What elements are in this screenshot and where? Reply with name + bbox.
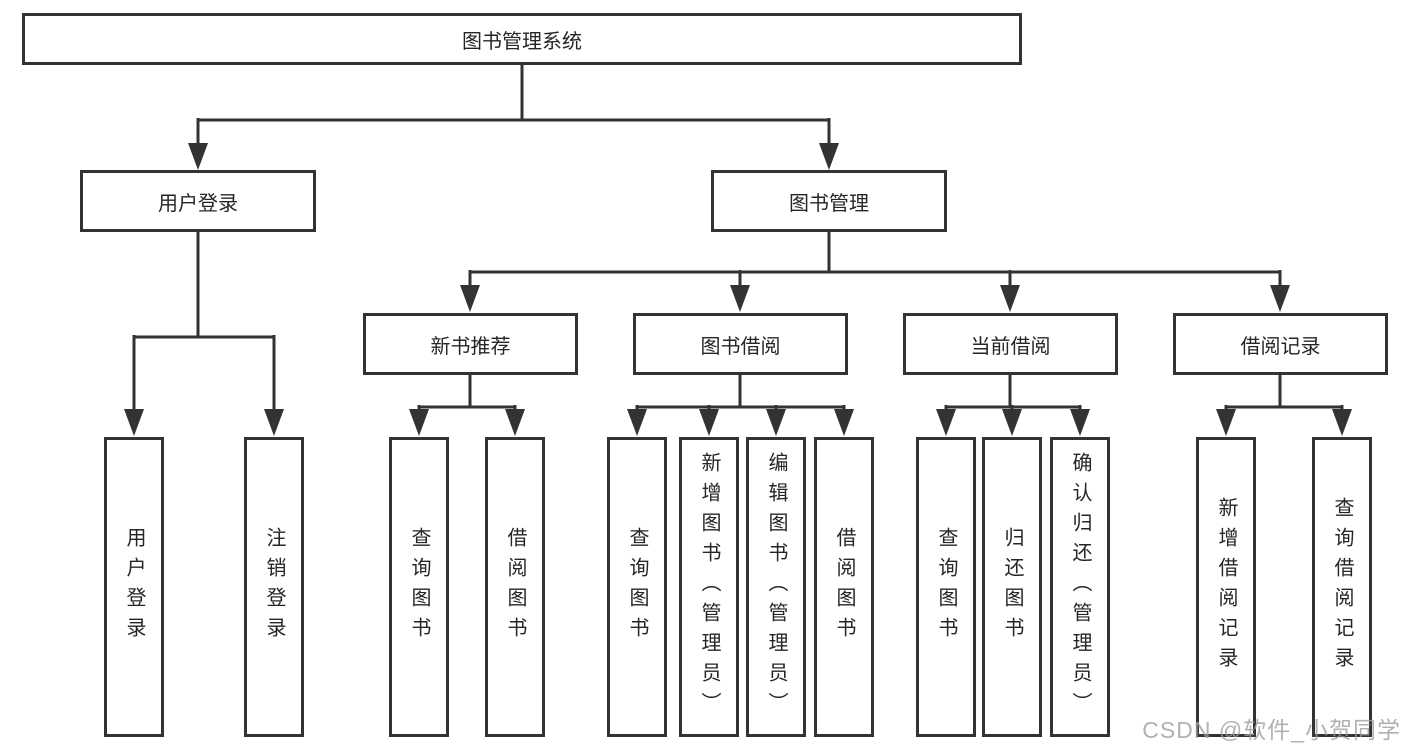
arrowhead-icon: [124, 409, 144, 436]
leaf-current-query-books: 查询图书: [916, 437, 976, 737]
node-borrowing-records: 借阅记录: [1173, 313, 1388, 375]
leaf-borrowing-query-books: 查询图书: [607, 437, 667, 737]
leaf-logout: 注销登录: [244, 437, 304, 737]
arrowhead-icon: [1332, 409, 1352, 436]
leaf-label: 查询图书: [935, 527, 957, 647]
arrowhead-icon: [264, 409, 284, 436]
node-new-book-recommend: 新书推荐: [363, 313, 578, 375]
leaf-label: 查询借阅记录: [1331, 497, 1353, 677]
connector-userlogin-to-leaves: [132, 232, 276, 412]
node-book-borrowing: 图书借阅: [633, 313, 848, 375]
arrowhead-icon: [834, 409, 854, 436]
leaf-label: 借阅图书: [833, 527, 855, 647]
csdn-watermark: CSDN @软件_小贺同学: [1142, 717, 1401, 743]
arrowhead-icon: [505, 409, 525, 436]
connector-borrowrecords-to-leaves: [1224, 375, 1344, 412]
leaf-label: 查询图书: [408, 527, 430, 647]
leaf-label: 用户登录: [123, 527, 145, 647]
arrowhead-icon: [730, 285, 750, 312]
node-label: 图书管理: [789, 192, 869, 215]
leaf-records-add-record: 新增借阅记录: [1196, 437, 1256, 737]
leaf-newbooks-query-books: 查询图书: [389, 437, 449, 737]
node-label: 用户登录: [158, 192, 238, 215]
arrowhead-icon: [188, 143, 208, 170]
connector-newbooks-to-leaves: [417, 375, 517, 412]
leaf-borrowing-edit-books-admin: 编辑图书（管理员）: [746, 437, 806, 737]
leaf-label: 借阅图书: [504, 527, 526, 647]
leaf-borrowing-borrow-books: 借阅图书: [814, 437, 874, 737]
arrowhead-icon: [819, 143, 839, 170]
arrowhead-icon: [699, 409, 719, 436]
arrowhead-icon: [936, 409, 956, 436]
leaf-newbooks-borrow-books: 借阅图书: [485, 437, 545, 737]
connector-bookmgmt-to-level3: [468, 232, 1282, 289]
node-user-login: 用户登录: [80, 170, 316, 232]
arrowhead-icon: [1002, 409, 1022, 436]
node-label: 借阅记录: [1240, 335, 1321, 358]
leaf-label: 查询图书: [626, 527, 648, 647]
arrowhead-icon: [627, 409, 647, 436]
leaf-user-login: 用户登录: [104, 437, 164, 737]
leaf-current-return-books: 归还图书: [982, 437, 1042, 737]
node-label: 图书借阅: [700, 335, 781, 358]
arrowhead-icon: [1270, 285, 1290, 312]
node-system-root: 图书管理系统: [22, 13, 1022, 65]
arrowhead-icon: [1216, 409, 1236, 436]
connector-root-to-level2: [196, 65, 831, 148]
node-label: 图书管理系统: [462, 30, 582, 53]
leaf-current-confirm-return-admin: 确认归还（管理员）: [1050, 437, 1110, 737]
arrowhead-icon: [1000, 285, 1020, 312]
arrowhead-icon: [409, 409, 429, 436]
leaf-label: 注销登录: [263, 527, 285, 647]
arrowhead-icon: [766, 409, 786, 436]
node-current-borrowing: 当前借阅: [903, 313, 1118, 375]
node-book-management: 图书管理: [711, 170, 947, 232]
node-label: 当前借阅: [970, 335, 1051, 358]
leaf-label: 新增图书（管理员）: [698, 452, 720, 722]
connector-bookborrow-to-leaves: [635, 375, 846, 412]
leaf-label: 归还图书: [1001, 527, 1023, 647]
leaf-label: 确认归还（管理员）: [1069, 452, 1091, 722]
leaf-label: 新增借阅记录: [1215, 497, 1237, 677]
connector-currentborrow-to-leaves: [944, 375, 1082, 412]
leaf-borrowing-add-books-admin: 新增图书（管理员）: [679, 437, 739, 737]
leaf-label: 编辑图书（管理员）: [765, 452, 787, 722]
arrowhead-icon: [460, 285, 480, 312]
node-label: 新书推荐: [430, 335, 511, 358]
arrowhead-icon: [1070, 409, 1090, 436]
leaf-records-query-record: 查询借阅记录: [1312, 437, 1372, 737]
